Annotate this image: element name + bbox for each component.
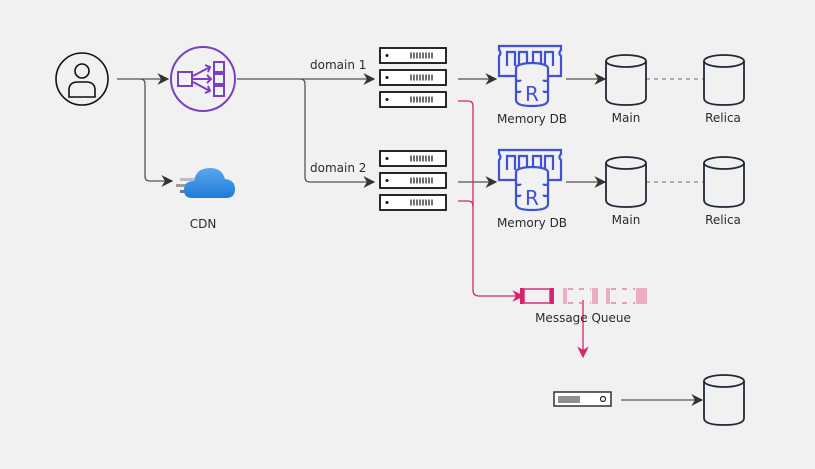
load-balancer-icon[interactable] [170,46,236,112]
main-db-1-label: Main [611,111,641,125]
cloud-icon[interactable] [176,168,235,198]
server-unit-icon[interactable] [553,391,612,407]
user-icon[interactable] [55,52,109,106]
server-group-2[interactable] [379,150,447,211]
edge-domain-2[interactable] [299,78,376,188]
memory-db-icon[interactable]: R [497,148,563,212]
replication-links [646,78,704,183]
async-connectors [458,100,589,359]
message-queue-icon[interactable] [520,288,647,304]
database-icon[interactable] [605,156,647,208]
edge-servers2-to-queue[interactable] [458,200,474,207]
database-icon[interactable] [703,156,745,208]
memory-db-glyph: R [525,186,539,210]
memory-db-1-label: Memory DB [496,112,568,126]
database-icon[interactable] [703,54,745,106]
main-db-2-label: Main [611,213,641,227]
replica-db-2-label: Relica [705,213,741,227]
database-icon[interactable] [703,374,745,426]
edge-label-domain-2: domain 2 [310,161,367,175]
memory-db-glyph: R [525,82,539,106]
server-unit[interactable] [379,47,447,64]
memory-db-icon[interactable]: R [497,44,563,108]
server-group-1[interactable] [379,47,447,108]
server-unit[interactable] [379,91,447,108]
connectors [117,73,704,406]
replica-db-1-label: Relica [705,111,741,125]
edge-servers1-to-queue[interactable] [458,100,525,302]
server-unit[interactable] [379,172,447,189]
database-icon[interactable] [605,54,647,106]
memory-db-2-label: Memory DB [496,216,568,230]
server-unit[interactable] [379,194,447,211]
server-unit[interactable] [379,150,447,167]
cdn-label: CDN [189,217,217,231]
edge-user-to-cdn[interactable] [139,78,174,187]
message-queue-label: Message Queue [535,311,631,325]
server-unit[interactable] [379,69,447,86]
edge-label-domain-1: domain 1 [310,58,367,72]
